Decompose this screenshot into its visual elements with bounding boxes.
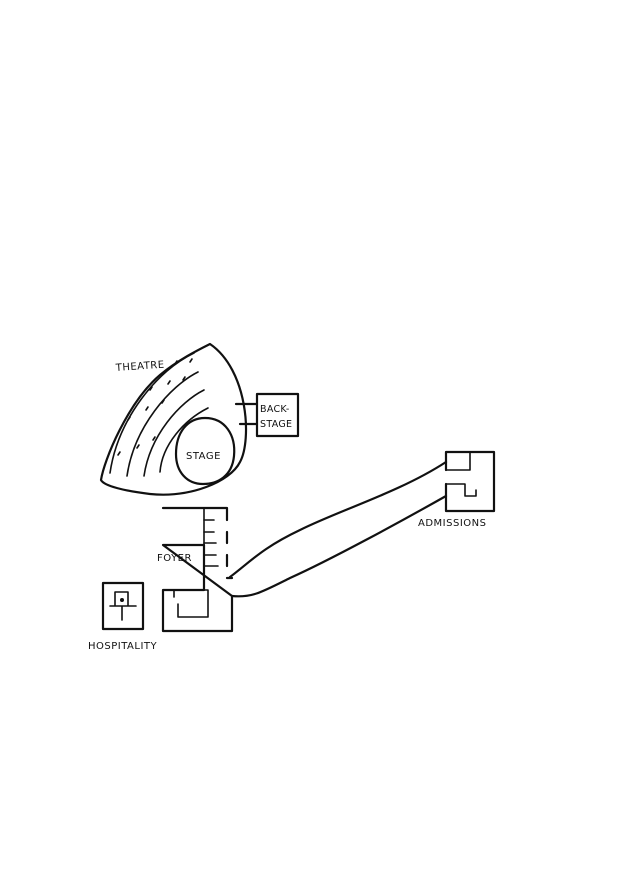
hospitality-building: HOSPITALITY <box>88 581 158 652</box>
hospitality-marker <box>120 598 124 602</box>
theatre-building: THEATRE <box>99 342 248 496</box>
admissions-label: ADMISSIONS <box>418 518 486 529</box>
backstage-outline <box>255 392 300 438</box>
theatre-outline <box>99 342 248 496</box>
foyer-outer-wall <box>161 506 234 633</box>
stage-label: STAGE <box>186 451 221 462</box>
walkway <box>228 460 448 598</box>
seating-row-2 <box>126 371 199 477</box>
seating-aisle-marks <box>117 358 193 456</box>
backstage-label-line2: STAGE <box>260 419 292 430</box>
backstage-label-line1: BACK- <box>260 404 290 415</box>
seating-row-4 <box>159 407 209 473</box>
walkway-lower <box>230 494 448 598</box>
seating-row-3 <box>143 389 205 477</box>
backstage-building: BACK- STAGE <box>234 392 300 438</box>
hospitality-label: HOSPITALITY <box>88 641 158 652</box>
admissions-upper-room <box>445 451 471 471</box>
foyer-building: FOYER <box>157 506 234 633</box>
seating-row-1 <box>109 352 195 474</box>
foyer-room-dividers <box>203 519 219 567</box>
admissions-lower-room <box>445 483 477 497</box>
foyer-label: FOYER <box>157 553 192 564</box>
admissions-outline <box>444 450 496 513</box>
hospitality-inner-rooms <box>109 591 137 621</box>
hospitality-outline <box>101 581 145 631</box>
walkway-upper <box>228 460 448 579</box>
admissions-building: ADMISSIONS <box>418 450 496 529</box>
theatre-label: THEATRE <box>114 360 165 374</box>
stage-area: STAGE <box>174 416 236 486</box>
foyer-inner-room <box>173 589 209 618</box>
stage-outline <box>174 416 236 486</box>
